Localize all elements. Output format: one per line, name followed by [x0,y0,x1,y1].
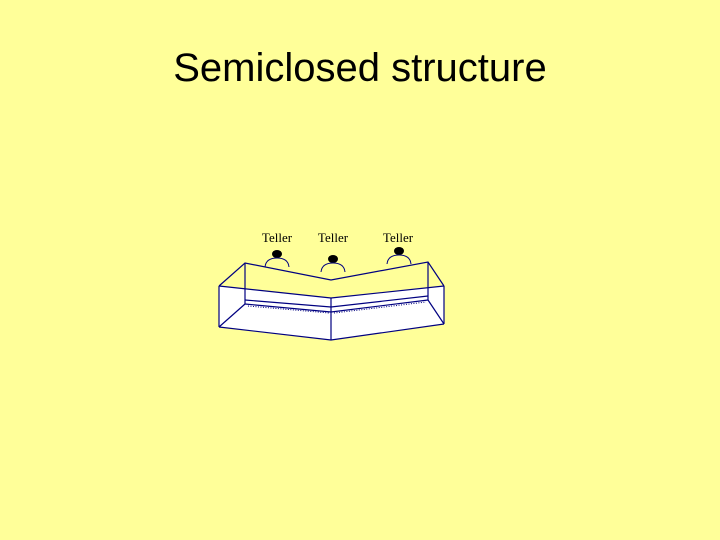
counter-outline [218,261,445,341]
teller-figure-3 [386,247,412,265]
teller-figure-1 [264,250,290,268]
teller-2-shoulders [320,262,346,273]
teller-2-head [328,255,338,263]
counter-right-front-face [331,286,444,340]
teller-figure-2 [320,255,346,273]
teller-3-shoulders [386,254,412,265]
teller-1-shoulders [264,257,290,268]
teller-label-1: Teller [262,230,293,245]
slide-title: Semiclosed structure [173,46,547,90]
counter-shelf-dots [247,301,427,314]
teller-label-2: Teller [318,230,349,245]
teller-1-head [272,250,282,258]
teller-3-head [394,247,404,255]
counter-left-front-face [219,286,331,340]
teller-label-3: Teller [383,230,414,245]
